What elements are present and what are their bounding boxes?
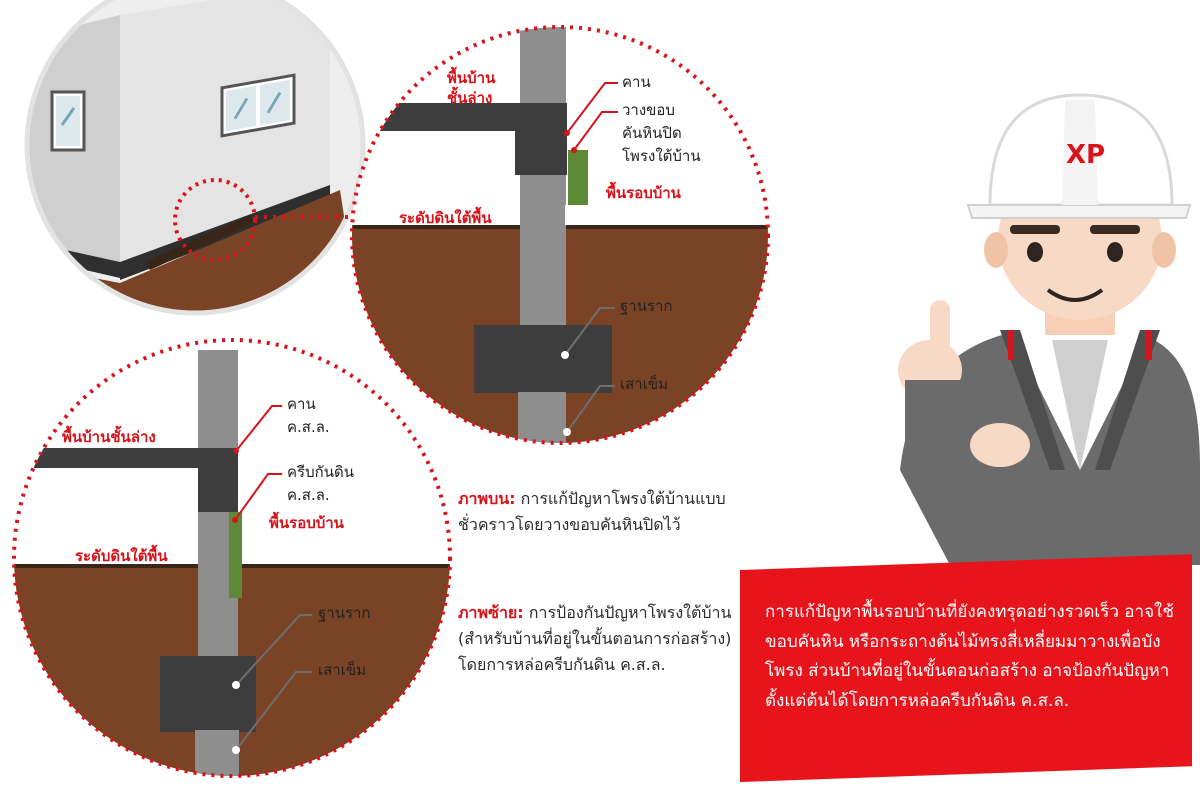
left-curb-line1: ครีบกันดิน bbox=[287, 463, 354, 481]
top-rock-line1: วางขอบ bbox=[622, 101, 675, 119]
top-beam-label: คาน bbox=[622, 73, 651, 91]
top-rock-line3: โพรงใต้บ้าน bbox=[622, 147, 701, 165]
top-floor-label: พื้นบ้าน ชั้นล่าง bbox=[447, 69, 496, 107]
top-pile-label: เสาเข็ม bbox=[620, 375, 668, 393]
top-around-floor-label: พื้นรอบบ้าน bbox=[606, 184, 681, 202]
left-footing-label: ฐานราก bbox=[318, 604, 371, 622]
left-image-description: ภาพซ้าย: การป้องกันปัญหาโพรงใต้บ้าน (สำห… bbox=[458, 600, 758, 678]
left-description-title: ภาพซ้าย: bbox=[458, 603, 524, 622]
left-description-text: การป้องกันปัญหาโพรงใต้บ้าน (สำหรับบ้านที… bbox=[458, 603, 732, 674]
left-pile-label: เสาเข็ม bbox=[318, 661, 366, 679]
house-corner-illustration bbox=[24, 0, 366, 316]
callout-text: การแก้ปัญหาพื้นรอบบ้านที่ยังคงทรุดอย่างร… bbox=[765, 602, 1174, 711]
left-beam-line1: คาน bbox=[287, 395, 316, 413]
top-description-title: ภาพบน: bbox=[458, 489, 516, 508]
left-curb-line2: ค.ส.ล. bbox=[287, 486, 330, 504]
top-rock-line2: คันหินปิด bbox=[622, 124, 682, 142]
top-detail-circle bbox=[350, 25, 770, 445]
left-detail-circle bbox=[12, 338, 452, 778]
left-ground-level-label: ระดับดินใต้พื้น bbox=[75, 547, 168, 565]
top-footing-label: ฐานราก bbox=[620, 297, 673, 315]
left-floor-label: พื้นบ้านชั้นล่าง bbox=[62, 428, 156, 446]
top-ground-level-label: ระดับดินใต้พื้น bbox=[399, 209, 492, 227]
engineer-character bbox=[898, 93, 1200, 565]
left-beam-line2: ค.ส.ล. bbox=[287, 418, 330, 436]
top-description-text: การแก้ปัญหาโพรงใต้บ้านแบบชั่วคราวโดยวางข… bbox=[458, 489, 726, 534]
top-image-description: ภาพบน: การแก้ปัญหาโพรงใต้บ้านแบบชั่วคราว… bbox=[458, 486, 758, 538]
helmet-logo: XP bbox=[1066, 140, 1106, 170]
left-around-floor-label: พื้นรอบบ้าน bbox=[269, 514, 344, 532]
